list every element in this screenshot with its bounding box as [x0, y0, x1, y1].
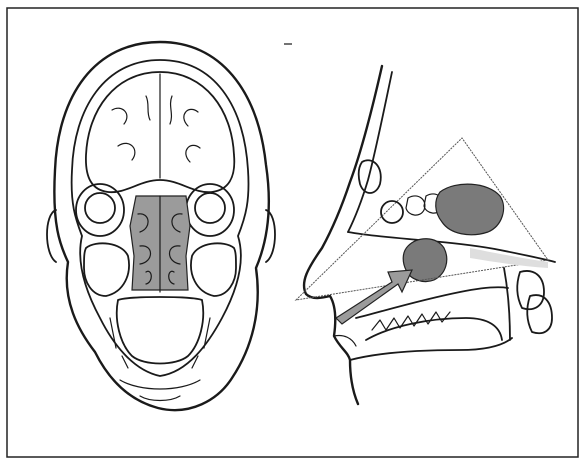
- sagittal-pharynx-wall: [504, 268, 510, 340]
- coronal-section: [47, 42, 275, 410]
- coronal-orbit-left: [76, 184, 124, 236]
- sagittal-orbit: [381, 201, 403, 223]
- figure-frame: [7, 8, 578, 457]
- sagittal-nasal-outline: [348, 232, 555, 262]
- coronal-gyri: [112, 96, 200, 162]
- sagittal-teeth: [372, 312, 450, 330]
- coronal-maxillary-sinus-left: [84, 243, 129, 296]
- sagittal-sphenoid-sinus: [436, 184, 504, 235]
- coronal-maxillary-sinus-right: [191, 243, 236, 296]
- sagittal-skull-inner: [348, 72, 392, 232]
- sagittal-vertebra-2: [527, 295, 552, 333]
- sagittal-jaw: [350, 338, 512, 360]
- sagittal-pointer-arrow: [336, 270, 412, 324]
- coronal-teeth: [110, 318, 210, 368]
- coronal-oral-cavity: [117, 297, 203, 364]
- sagittal-section: [296, 66, 555, 404]
- sagittal-vertebra-1: [517, 271, 544, 309]
